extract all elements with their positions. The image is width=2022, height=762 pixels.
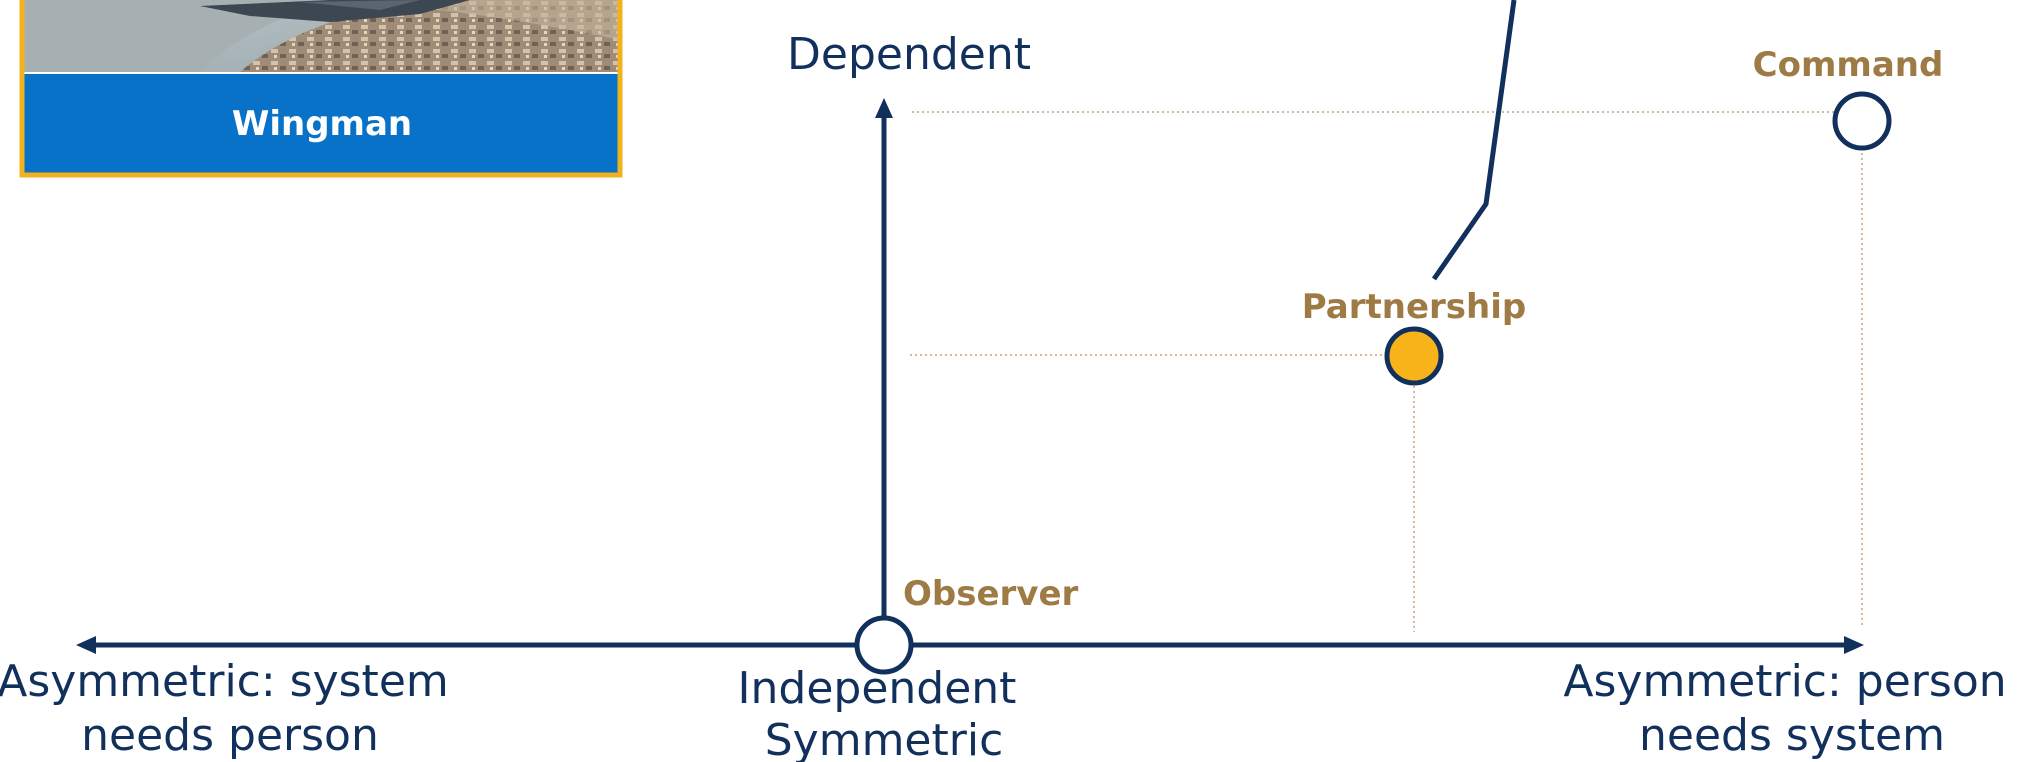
- fighter-jet-icon: [200, 0, 470, 22]
- wingman-card: Wingman: [19, 0, 623, 178]
- partnership-label: Partnership: [1302, 287, 1526, 327]
- left-axis-label: Asymmetric: system needs person: [0, 656, 463, 761]
- partnership-marker: [1384, 326, 1444, 386]
- left-axis-label-line-1: Asymmetric: system: [0, 656, 449, 707]
- command-marker: [1832, 91, 1892, 151]
- origin-label-line-1: Independent: [738, 663, 1017, 714]
- right-axis-label-line-2: needs system: [1639, 710, 1945, 761]
- guide-lines: [910, 111, 1863, 632]
- origin-label: Independent Symmetric: [738, 663, 1031, 762]
- observer-label: Observer: [903, 574, 1079, 614]
- horizontal-axis: [76, 636, 1864, 654]
- callout-pointer-line: [1431, 0, 1517, 281]
- wingman-label-band: [22, 74, 620, 173]
- right-axis-label-line-1: Asymmetric: person: [1563, 656, 2006, 707]
- left-axis-label-line-2: needs person: [81, 710, 379, 761]
- vertical-axis: [875, 98, 893, 622]
- right-axis-label: Asymmetric: person needs system: [1563, 656, 2020, 761]
- origin-label-line-2: Symmetric: [765, 715, 1004, 762]
- command-label: Command: [1753, 45, 1944, 85]
- left-arrowhead-icon: [76, 636, 96, 654]
- card-border: [19, 0, 623, 178]
- jet-photo: [24, 0, 620, 72]
- up-arrowhead-icon: [875, 98, 893, 118]
- dependent-axis-label: Dependent: [787, 29, 1031, 80]
- observer-marker: [854, 615, 914, 675]
- right-arrowhead-icon: [1844, 636, 1864, 654]
- wingman-label: Wingman: [232, 104, 412, 144]
